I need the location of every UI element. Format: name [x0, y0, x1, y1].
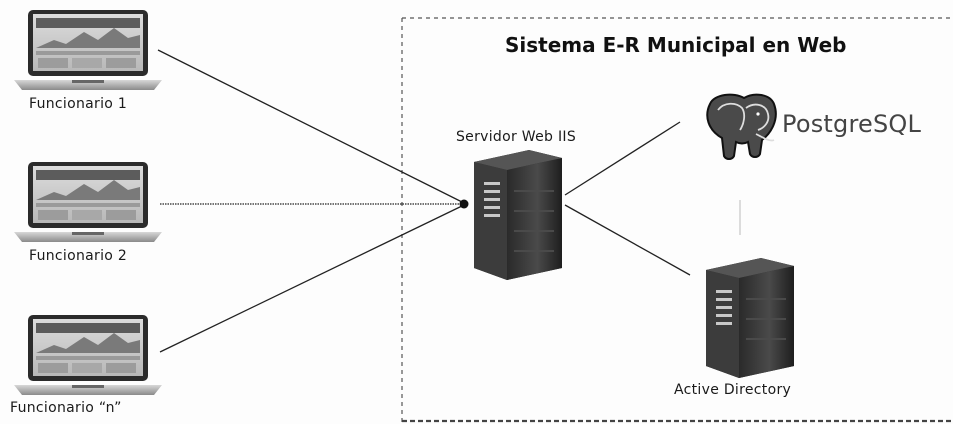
- diagram-title: Sistema E-R Municipal en Web: [505, 33, 847, 57]
- connector-client-n: [159, 204, 465, 353]
- postgresql-label: PostgreSQL: [782, 110, 922, 138]
- server-icon: [474, 150, 562, 280]
- active-directory-label: Active Directory: [674, 382, 792, 398]
- server-icon: [706, 258, 794, 378]
- connector-client-1: [157, 49, 465, 204]
- server-label: Servidor Web IIS: [456, 129, 577, 145]
- client-label-2: Funcionario 2: [29, 248, 128, 264]
- client-label-1: Funcionario 1: [29, 96, 128, 112]
- connector-ad: [564, 204, 691, 276]
- laptop-icon: [14, 10, 162, 90]
- laptop-icon: [14, 315, 162, 395]
- client-label-n: Funcionario “n”: [10, 400, 122, 416]
- elephant-icon: [706, 93, 777, 160]
- laptop-icon: [14, 162, 162, 242]
- system-boundary: [401, 17, 953, 424]
- connectors: [157, 49, 741, 353]
- junction-dot: [459, 199, 469, 209]
- connector-db: [564, 121, 681, 196]
